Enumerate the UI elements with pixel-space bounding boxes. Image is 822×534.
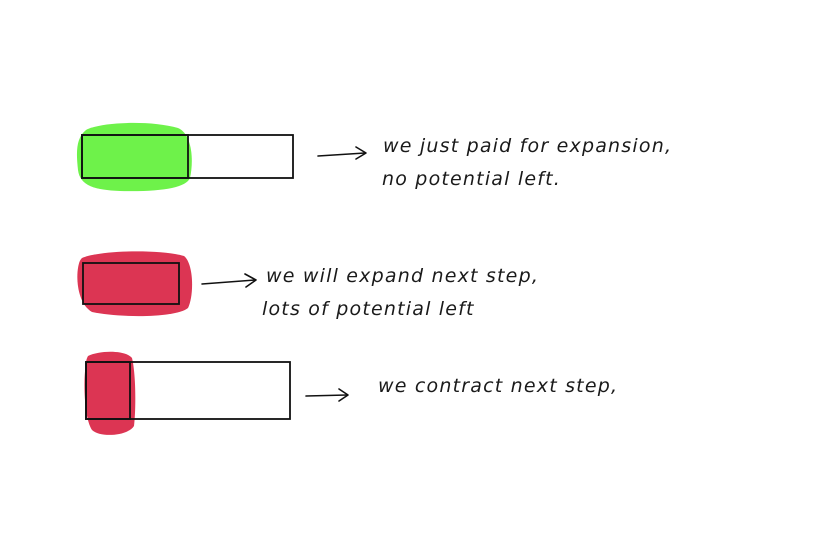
arrow-right-icon [317,146,367,160]
annotation-line-2: no potential left. [382,168,561,190]
arrow-right-icon [201,273,257,288]
annotation-line-1: we contract next step, [378,375,618,397]
annotation-line-1: we will expand next step, [266,265,539,287]
row-3: we contract next step, [84,351,618,435]
arrow-right-icon [305,388,349,402]
expansion-bar-filled-segment [81,134,189,179]
annotation-line-2: lots of potential left [262,298,475,320]
annotation-line-1: we just paid for expansion, [383,135,672,157]
red-highlight-blob [77,251,193,317]
row-1: we just paid for expansion, no potential… [76,122,672,192]
green-highlight-blob [76,122,192,192]
expansion-bar-outline [82,262,180,305]
red-highlight-blob [84,351,136,435]
expansion-bar-filled-segment [85,361,131,420]
row-2: we will expand next step, lots of potent… [77,251,539,320]
